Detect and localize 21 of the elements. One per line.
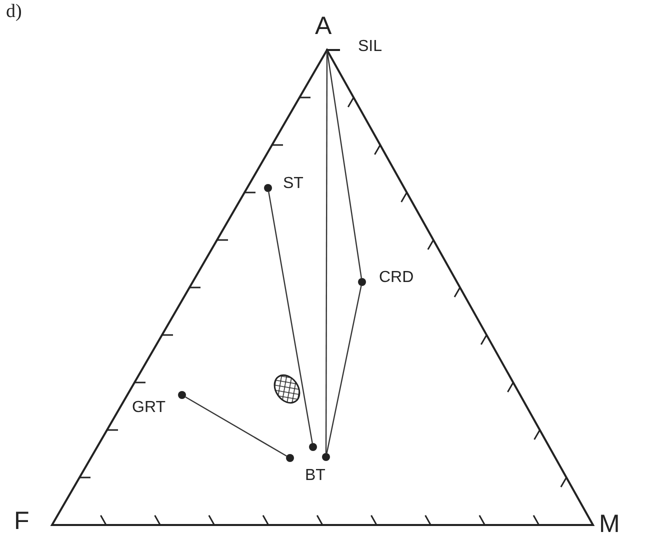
panel-label: d) [6,2,22,21]
tie-line [325,50,328,453]
composition-point [286,454,294,462]
composition-point [178,391,186,399]
composition-point [358,278,366,286]
composition-point [322,453,330,461]
mineral-label: ST [283,176,304,192]
mineral-label: GRT [132,400,166,416]
vertex-label: M [599,512,620,537]
tie-line [268,192,313,444]
mineral-label: SIL [358,39,382,55]
composition-point [309,443,317,451]
vertex-label: A [315,14,332,39]
mineral-label: CRD [379,270,414,286]
tie-line [326,286,362,454]
vertex-label: F [14,509,30,534]
apex-tick [326,49,340,51]
tie-line [185,396,287,456]
composition-point [264,184,272,192]
mineral-label: BT [305,468,326,484]
tie-line [326,50,362,278]
